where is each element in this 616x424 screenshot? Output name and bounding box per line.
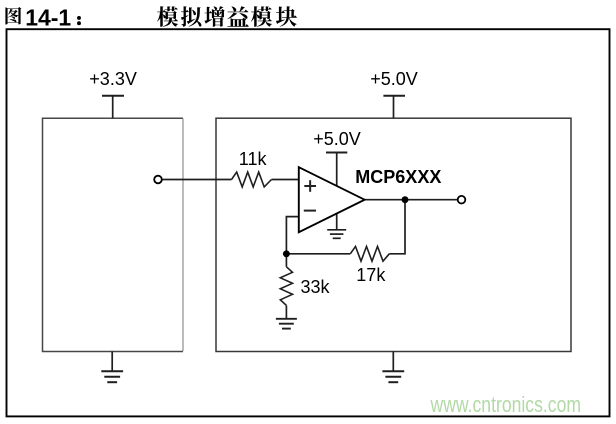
svg-text:www.cntronics.com: www.cntronics.com [430,392,581,417]
svg-text:14-1: 14-1 [25,4,71,30]
